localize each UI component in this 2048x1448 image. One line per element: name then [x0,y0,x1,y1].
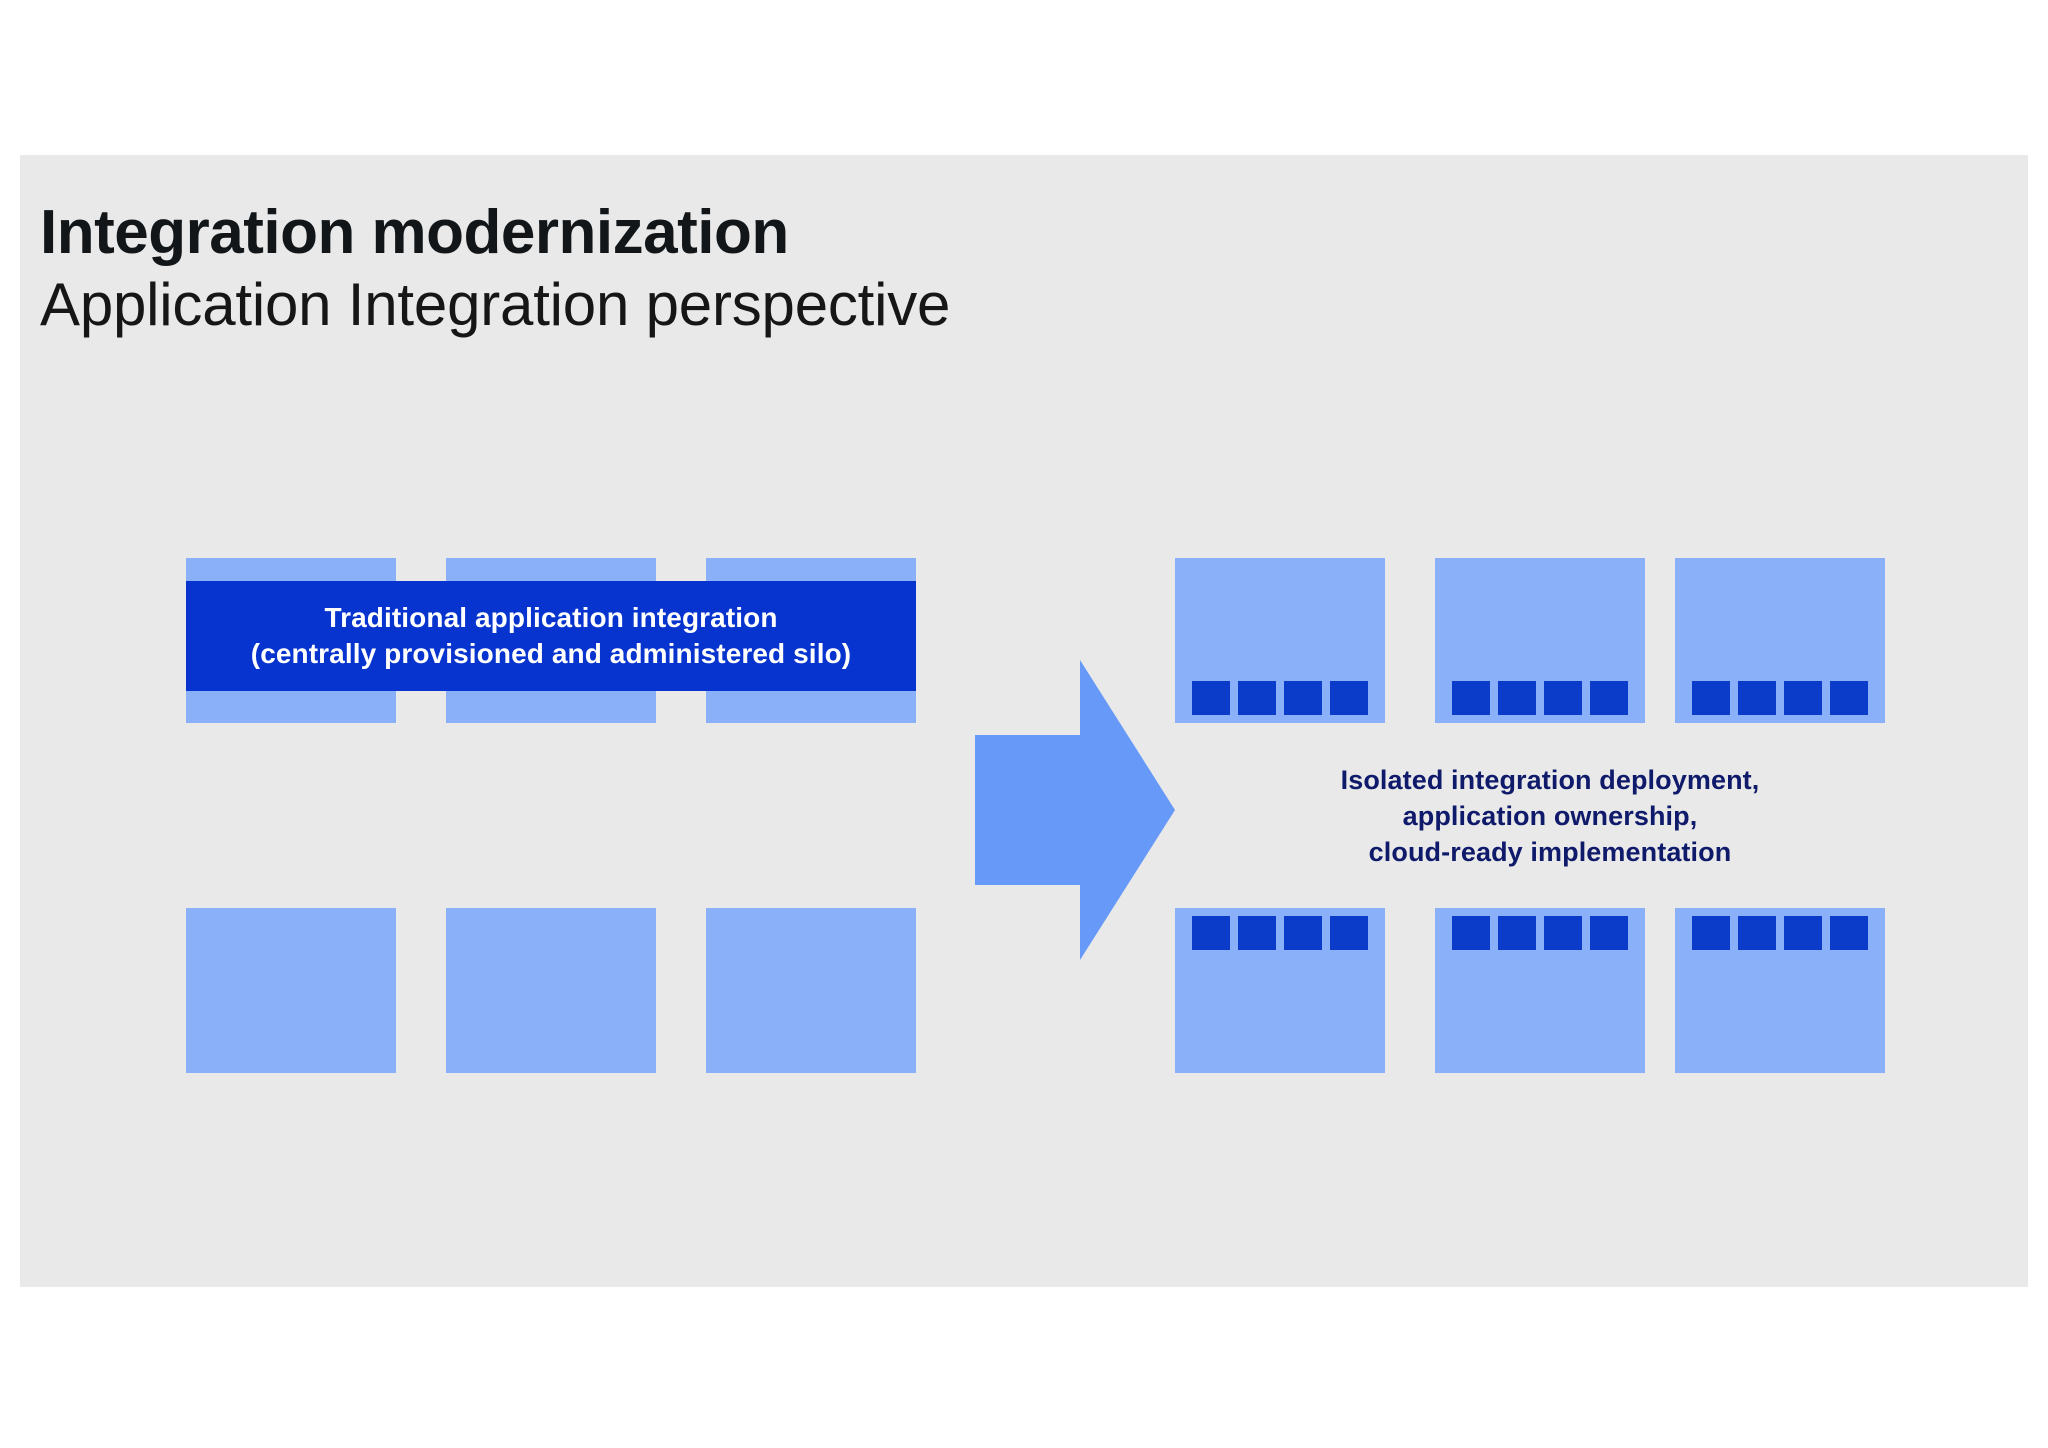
integration-chip [1692,916,1730,950]
integration-chip [1498,916,1536,950]
integration-chip [1238,916,1276,950]
traditional-integration-banner: Traditional application integration (cen… [186,581,916,691]
integration-chip [1590,681,1628,715]
integration-chip [1452,916,1490,950]
integration-chip [1784,681,1822,715]
caption-line-1: Isolated integration deployment, [1340,765,1760,795]
right-arrow-icon [975,660,1175,960]
page-subtitle: Application Integration perspective [40,270,951,338]
integration-chip [1284,681,1322,715]
integration-chip [1330,681,1368,715]
page-title: Integration modernization [40,198,789,267]
integration-chip [1192,916,1230,950]
integration-chip [1830,916,1868,950]
integration-chip [1692,681,1730,715]
integration-chip [1544,916,1582,950]
left-app-box-bottom-1 [186,908,396,1073]
integration-chip-row [1675,908,1885,958]
banner-line-2: (centrally provisioned and administered … [250,638,852,669]
integration-chip-row [1675,673,1885,723]
right-app-box-top-1 [1175,558,1385,723]
integration-chip [1452,681,1490,715]
integration-chip-row [1175,673,1385,723]
integration-chip [1784,916,1822,950]
left-app-box-bottom-2 [446,908,656,1073]
modernized-caption: Isolated integration deployment, applica… [1160,763,1940,871]
banner-line-1: Traditional application integration [324,602,778,634]
right-app-box-bottom-1 [1175,908,1385,1073]
integration-chip-row [1435,908,1645,958]
integration-chip [1738,916,1776,950]
integration-chip [1544,681,1582,715]
slide-heading: Integration modernization Application In… [40,198,1640,338]
caption-line-2: application ownership, [1402,800,1698,831]
slide-panel: Integration modernization Application In… [20,155,2028,1287]
integration-chip [1830,681,1868,715]
left-app-box-bottom-3 [706,908,916,1073]
right-app-box-top-2 [1435,558,1645,723]
integration-chip [1284,916,1322,950]
caption-line-3: cloud-ready implementation [1368,836,1732,867]
integration-chip [1738,681,1776,715]
integration-chip-row [1175,908,1385,958]
right-app-box-bottom-3 [1675,908,1885,1073]
right-app-box-bottom-2 [1435,908,1645,1073]
integration-chip [1238,681,1276,715]
integration-chip-row [1435,673,1645,723]
right-app-box-top-3 [1675,558,1885,723]
integration-chip [1330,916,1368,950]
integration-chip [1590,916,1628,950]
integration-chip [1192,681,1230,715]
integration-chip [1498,681,1536,715]
